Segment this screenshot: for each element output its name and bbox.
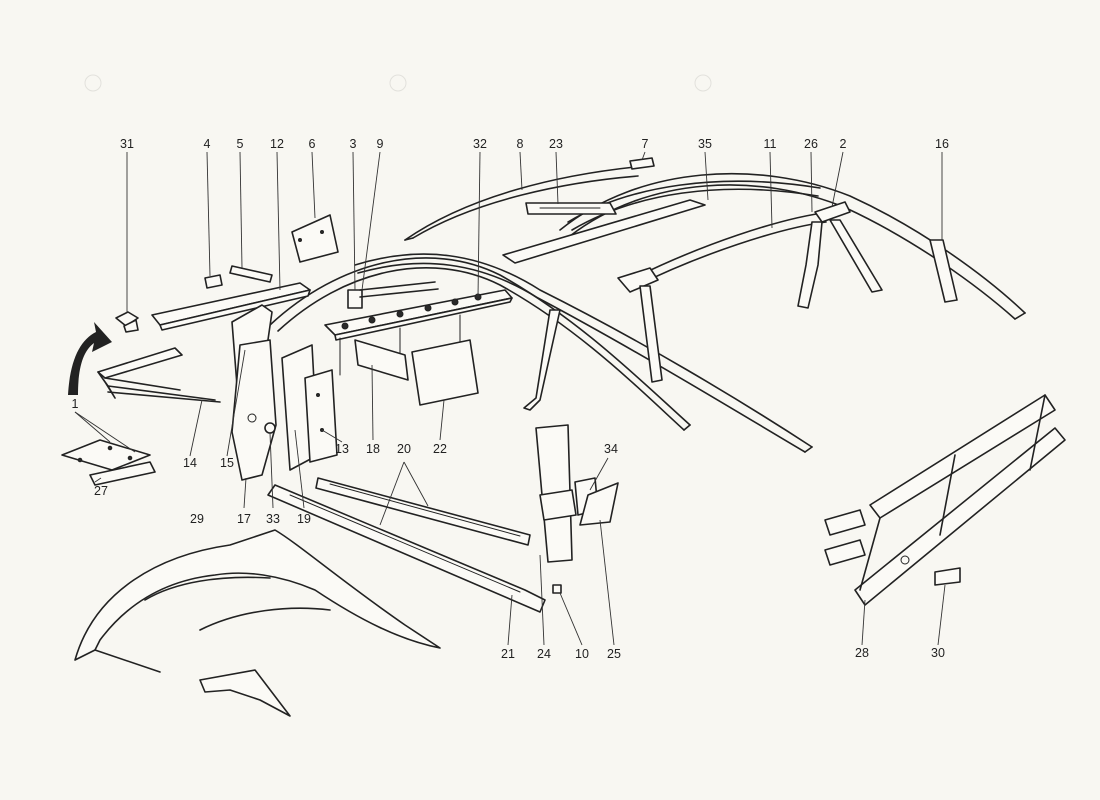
callout-1: 1 [72,397,79,411]
part-35-roof-crossmember [502,199,706,264]
part-rear-b-pillar [617,267,663,383]
callout-34: 34 [604,442,618,456]
callout-21: 21 [501,647,515,661]
rotation-arrow [68,322,112,395]
callout-11: 11 [764,137,777,151]
callout-5: 5 [237,137,244,151]
part-12-longitudinal-rail [151,282,311,331]
callout-2: 2 [840,137,847,151]
callout-20: 20 [397,442,411,456]
part-28-rear-subframe [824,394,1066,606]
leader-lines [74,151,946,646]
part-23-roof-crossmember [525,202,617,215]
callout-31: 31 [120,137,134,151]
part-main-roof-side-rails [269,253,813,453]
part-13-bracket [304,369,338,463]
callout-4: 4 [204,137,211,151]
part-26-rear-pillar [797,221,823,309]
callout-9: 9 [377,137,384,151]
part-3-bracket [347,289,363,309]
part-31-mount [115,311,139,333]
binder-hole-left [84,74,102,92]
part-11-rear-roof-inner-rail [629,211,831,289]
part-32-rear-tray [324,289,513,376]
part-6-plate [291,214,339,263]
part-9-rail [359,281,439,298]
part-29-targa-roof-panel [74,529,441,717]
binder-hole-right [694,74,712,92]
callout-12: 12 [270,137,284,151]
callout-26: 26 [804,137,818,151]
part-33-grommet [264,422,276,434]
binder-holes [84,74,712,92]
callout-30: 30 [931,646,945,660]
part-26-rear-brace [829,219,883,293]
callout-28: 28 [855,646,869,660]
callout-7: 7 [642,137,649,151]
callout-32: 32 [473,137,487,151]
callout-8: 8 [517,137,524,151]
part-16-rear-pillar [929,239,958,303]
callout-17: 17 [237,512,251,526]
callout-6: 6 [309,137,316,151]
callout-25: 25 [607,647,621,661]
callout-18: 18 [366,442,380,456]
part-24-pillar [535,424,577,563]
binder-hole-center [389,74,407,92]
callout-10: 10 [575,647,589,661]
callout-33: 33 [266,512,280,526]
part-8-front-roof-rail [404,166,639,241]
part-14-frame [97,347,221,403]
callout-14: 14 [183,456,197,470]
part-mid-pillar [523,309,561,411]
part-1-27-brackets [61,439,156,486]
callout-13: 13 [335,442,349,456]
part-30-pin [934,567,961,586]
callout-23: 23 [549,137,563,151]
part-7-clip [629,157,655,170]
part-2-bracket [814,201,851,223]
callout-22: 22 [433,442,447,456]
callout-29: 29 [190,512,204,526]
part-25-plate [579,482,619,526]
part-22-panel [411,339,479,406]
callout-3: 3 [350,137,357,151]
callout-15: 15 [220,456,234,470]
callout-16: 16 [935,137,949,151]
part-4-clip [204,274,223,289]
callout-19: 19 [297,512,311,526]
callout-labels: 31 4 5 12 6 3 9 32 8 23 7 35 11 26 2 16 … [72,137,949,661]
part-5-bracket [229,265,273,283]
callout-27: 27 [94,484,108,498]
part-10-nut [552,584,562,594]
callout-24: 24 [537,647,551,661]
callout-35: 35 [698,137,712,151]
part-20-sill-upper [315,477,531,546]
part-18-panel [354,339,409,381]
part-17-pillar [231,339,277,481]
